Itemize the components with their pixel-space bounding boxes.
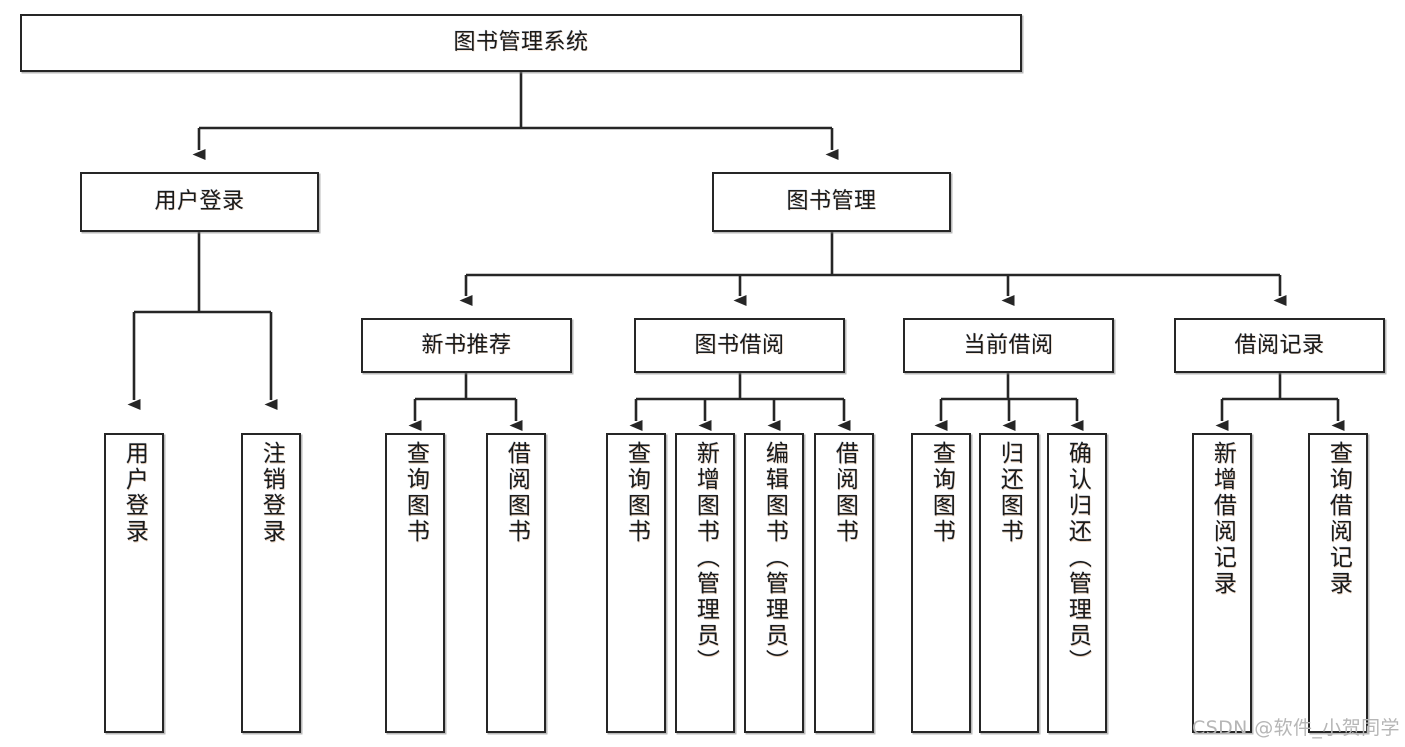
leaf-new-book-search-label: 查询图书	[402, 441, 429, 545]
node-root-label: 图书管理系统	[453, 30, 589, 56]
leaf-borrow-record-search[interactable]: 查询借阅记录	[1308, 433, 1368, 733]
leaf-book-borrow-add-label: 新增图书（管理员）	[692, 441, 719, 675]
leaf-current-borrow-search[interactable]: 查询图书	[911, 433, 971, 733]
node-borrow-records-label: 借阅记录	[1234, 332, 1325, 358]
leaf-book-borrow-edit-label: 编辑图书（管理员）	[761, 441, 788, 675]
leaf-borrow-record-add[interactable]: 新增借阅记录	[1192, 433, 1252, 733]
node-book-management-label: 图书管理	[786, 189, 877, 215]
leaf-book-borrow-borrow-label: 借阅图书	[831, 441, 858, 545]
leaf-user-login-signin[interactable]: 用户登录	[104, 433, 164, 733]
node-root[interactable]: 图书管理系统	[20, 14, 1022, 72]
node-book-borrowing[interactable]: 图书借阅	[634, 318, 845, 373]
leaf-book-borrow-borrow[interactable]: 借阅图书	[814, 433, 874, 733]
leaf-current-borrow-return[interactable]: 归还图书	[979, 433, 1039, 733]
leaf-new-book-borrow[interactable]: 借阅图书	[486, 433, 546, 733]
leaf-borrow-record-add-label: 新增借阅记录	[1209, 441, 1236, 597]
leaf-borrow-record-search-label: 查询借阅记录	[1325, 441, 1352, 597]
leaf-current-borrow-search-label: 查询图书	[928, 441, 955, 545]
leaf-user-login-signout[interactable]: 注销登录	[241, 433, 301, 733]
leaf-user-login-signout-label: 注销登录	[258, 441, 285, 545]
leaf-current-borrow-return-label: 归还图书	[996, 441, 1023, 545]
node-user-login[interactable]: 用户登录	[80, 172, 319, 232]
leaf-user-login-signin-label: 用户登录	[121, 441, 148, 545]
node-book-management[interactable]: 图书管理	[712, 172, 951, 232]
leaf-book-borrow-add[interactable]: 新增图书（管理员）	[675, 433, 735, 733]
node-borrow-records[interactable]: 借阅记录	[1174, 318, 1385, 373]
leaf-current-borrow-confirm[interactable]: 确认归还（管理员）	[1047, 433, 1107, 733]
leaf-book-borrow-edit[interactable]: 编辑图书（管理员）	[744, 433, 804, 733]
node-new-book-recommendation[interactable]: 新书推荐	[361, 318, 572, 373]
leaf-current-borrow-confirm-label: 确认归还（管理员）	[1064, 441, 1091, 675]
node-current-borrowing[interactable]: 当前借阅	[903, 318, 1114, 373]
node-book-borrowing-label: 图书借阅	[694, 332, 785, 358]
leaf-new-book-search[interactable]: 查询图书	[385, 433, 445, 733]
node-user-login-label: 用户登录	[154, 189, 245, 215]
leaf-book-borrow-search-label: 查询图书	[623, 441, 650, 545]
leaf-new-book-borrow-label: 借阅图书	[503, 441, 530, 545]
node-new-book-recommendation-label: 新书推荐	[421, 332, 512, 358]
node-current-borrowing-label: 当前借阅	[963, 332, 1054, 358]
leaf-book-borrow-search[interactable]: 查询图书	[606, 433, 666, 733]
